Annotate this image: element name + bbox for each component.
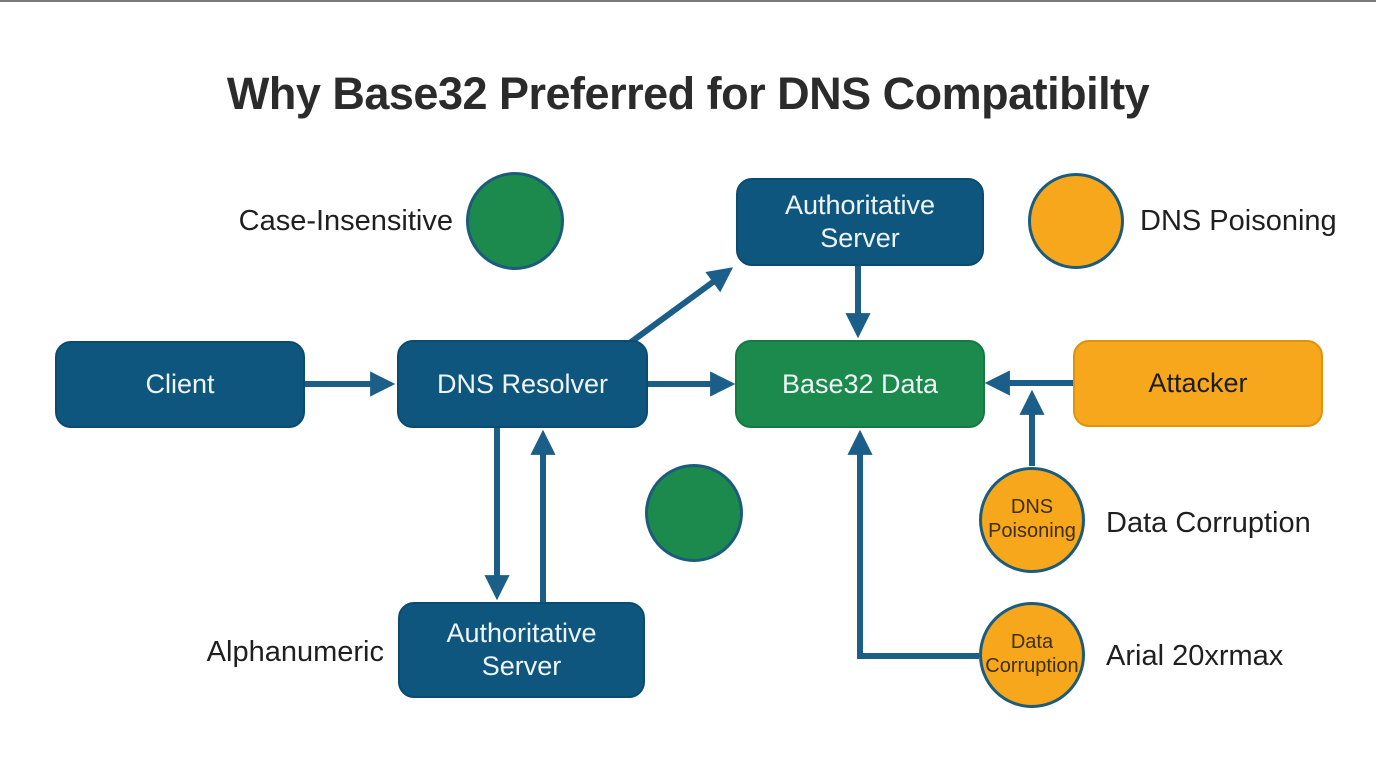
dns-poisoning-circle-label: DNS Poisoning bbox=[988, 496, 1076, 542]
label-data-corruption: Data Corruption bbox=[1106, 507, 1311, 539]
node-client-label: Client bbox=[145, 369, 215, 400]
data-corruption-circle-label: Data Corruption bbox=[985, 631, 1079, 677]
case-insensitive-circle bbox=[466, 172, 564, 270]
node-authoritative-server-bottom-label: Authoritative Server bbox=[446, 618, 597, 681]
diagram-title: Why Base32 Preferred for DNS Compatibilt… bbox=[226, 68, 1150, 119]
arrow-data-corruption-to-base32 bbox=[847, 429, 979, 659]
label-case-insensitive: Case-Insensitive bbox=[238, 205, 453, 237]
label-dns-poisoning: DNS Poisoning bbox=[1140, 205, 1337, 237]
node-dns-resolver-label: DNS Resolver bbox=[436, 368, 609, 399]
node-client: Client bbox=[55, 341, 305, 428]
top-border-line bbox=[0, 0, 1376, 2]
node-attacker-label: Attacker bbox=[1148, 368, 1248, 399]
dns-poisoning-legend-circle bbox=[1028, 173, 1124, 269]
data-corruption-circle: Data Corruption bbox=[979, 602, 1085, 708]
label-arial-20xrmax: Arial 20xrmax bbox=[1106, 640, 1284, 672]
node-authoritative-server-bottom: Authoritative Server bbox=[398, 602, 645, 698]
node-base32-data: Base32 Data bbox=[735, 340, 985, 428]
node-authoritative-server-top-label: Authoritative Server bbox=[784, 190, 936, 253]
node-dns-resolver: DNS Resolver bbox=[397, 340, 648, 428]
alphanumeric-circle bbox=[645, 464, 743, 562]
label-alphanumeric: Alphanumeric bbox=[206, 636, 384, 668]
node-attacker: Attacker bbox=[1073, 340, 1323, 427]
arrow-resolver-to-auth-top bbox=[625, 267, 734, 348]
node-authoritative-server-top: Authoritative Server bbox=[736, 178, 984, 266]
node-base32-data-label: Base32 Data bbox=[781, 368, 939, 399]
dns-poisoning-circle: DNS Poisoning bbox=[979, 467, 1085, 573]
